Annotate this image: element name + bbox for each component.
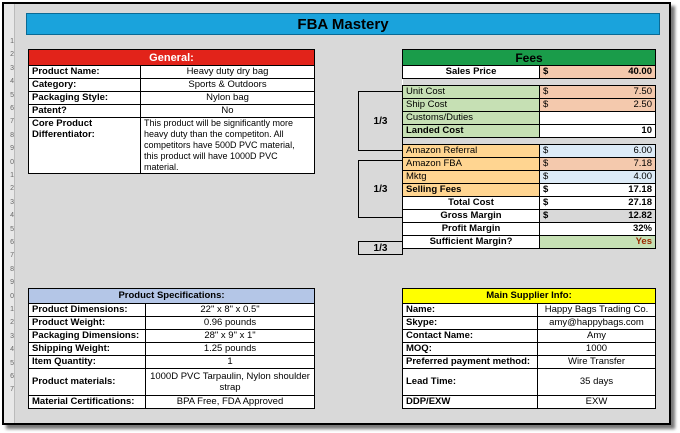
table-row: Contact Name:Amy bbox=[402, 329, 656, 343]
row-number[interactable]: 9 bbox=[10, 279, 14, 287]
row-number[interactable]: 5 bbox=[10, 359, 14, 367]
table-row: Amazon Referral$6.00 bbox=[402, 144, 656, 158]
row-number[interactable]: 5 bbox=[10, 225, 14, 233]
table-row: Preferred payment method:Wire Transfer bbox=[402, 355, 656, 369]
differentiator-value[interactable]: This product will be significantly more … bbox=[140, 117, 315, 174]
specs-header: Product Specifications: bbox=[28, 288, 315, 304]
row-number[interactable]: 9 bbox=[10, 145, 14, 153]
fees-section: Fees Sales Price $ 40.00 Unit Cost$7.50 … bbox=[402, 49, 656, 249]
supplier-section: Main Supplier Info: Name:Happy Bags Trad… bbox=[402, 288, 656, 409]
table-row: Skype:amy@happybags.com bbox=[402, 316, 656, 330]
row-number[interactable]: 3 bbox=[10, 64, 14, 72]
row-number-gutter: 1 2 3 4 5 6 7 8 9 0 1 2 3 4 5 6 7 8 9 0 1 2 3 4 5 6 7 bbox=[4, 4, 15, 423]
table-row: Category:Sports & Outdoors bbox=[28, 78, 315, 92]
general-header: General: bbox=[28, 49, 315, 66]
table-row: Amazon FBA$7.18 bbox=[402, 157, 656, 171]
table-row: Ship Cost$2.50 bbox=[402, 98, 656, 112]
table-row: Sufficient Margin?Yes bbox=[402, 235, 656, 249]
row-number[interactable]: 2 bbox=[10, 319, 14, 327]
row-number[interactable]: 6 bbox=[10, 239, 14, 246]
table-row: Customs/Duties bbox=[402, 111, 656, 125]
profit-ratio[interactable]: 1/3 bbox=[358, 241, 403, 255]
row-number[interactable]: 8 bbox=[10, 265, 14, 273]
row-number[interactable]: 4 bbox=[10, 346, 14, 354]
general-section: General: Product Name:Heavy duty dry bag… bbox=[28, 49, 315, 174]
table-row: MOQ:1000 bbox=[402, 342, 656, 356]
table-row: Shipping Weight:1.25 pounds bbox=[28, 342, 315, 356]
row-number[interactable]: 4 bbox=[10, 212, 14, 220]
row-number[interactable]: 3 bbox=[10, 198, 14, 206]
table-row: Core Product Differentiator: This produc… bbox=[28, 117, 315, 174]
table-row: Mktg$4.00 bbox=[402, 170, 656, 184]
row-number[interactable]: 1 bbox=[10, 38, 14, 45]
specs-section: Product Specifications: Product Dimensio… bbox=[28, 288, 315, 409]
row-number[interactable]: 2 bbox=[10, 51, 14, 59]
row-number[interactable]: 8 bbox=[10, 131, 14, 139]
table-row: Lead Time:35 days bbox=[402, 368, 656, 396]
differentiator-label[interactable]: Core Product Differentiator: bbox=[28, 117, 141, 174]
selling-ratio[interactable]: 1/3 bbox=[358, 160, 403, 218]
table-row: Product Name:Heavy duty dry bag bbox=[28, 65, 315, 79]
row-number[interactable]: 4 bbox=[10, 78, 14, 86]
table-row: Total Cost$27.18 bbox=[402, 196, 656, 210]
row-number[interactable]: 2 bbox=[10, 185, 14, 193]
fees-header: Fees bbox=[402, 49, 656, 66]
row-number[interactable]: 7 bbox=[10, 252, 14, 260]
row-number[interactable]: 0 bbox=[10, 158, 14, 166]
row-number[interactable]: 6 bbox=[10, 373, 14, 380]
table-row: Material Certifications:BPA Free, FDA Ap… bbox=[28, 395, 315, 409]
row-number[interactable]: 3 bbox=[10, 332, 14, 340]
table-row: Gross Margin$12.82 bbox=[402, 209, 656, 223]
table-row: Patent?No bbox=[28, 104, 315, 118]
table-row: Product Weight:0.96 pounds bbox=[28, 316, 315, 330]
landed-ratio[interactable]: 1/3 bbox=[358, 91, 403, 151]
table-row: Packaging Dimensions:28" x 9" x 1" bbox=[28, 329, 315, 343]
table-row: Name:Happy Bags Trading Co. bbox=[402, 303, 656, 317]
sales-price-row: Sales Price $ 40.00 bbox=[402, 65, 656, 79]
table-row: Selling Fees$17.18 bbox=[402, 183, 656, 197]
table-row: Product materials:1000D PVC Tarpaulin, N… bbox=[28, 368, 315, 396]
supplier-header: Main Supplier Info: bbox=[402, 288, 656, 304]
sheet-title: FBA Mastery bbox=[26, 13, 660, 35]
row-number[interactable]: 6 bbox=[10, 105, 14, 112]
table-row: Packaging Style:Nylon bag bbox=[28, 91, 315, 105]
row-number[interactable]: 5 bbox=[10, 91, 14, 99]
table-row: Product Dimensions:22" x 8" x 0.5" bbox=[28, 303, 315, 317]
row-number[interactable]: 1 bbox=[10, 306, 14, 313]
table-row: Item Quantity:1 bbox=[28, 355, 315, 369]
row-number[interactable]: 1 bbox=[10, 172, 14, 179]
row-number[interactable]: 7 bbox=[10, 386, 14, 394]
row-number[interactable]: 0 bbox=[10, 292, 14, 300]
row-number[interactable]: 7 bbox=[10, 118, 14, 126]
table-row: Unit Cost$7.50 bbox=[402, 85, 656, 99]
